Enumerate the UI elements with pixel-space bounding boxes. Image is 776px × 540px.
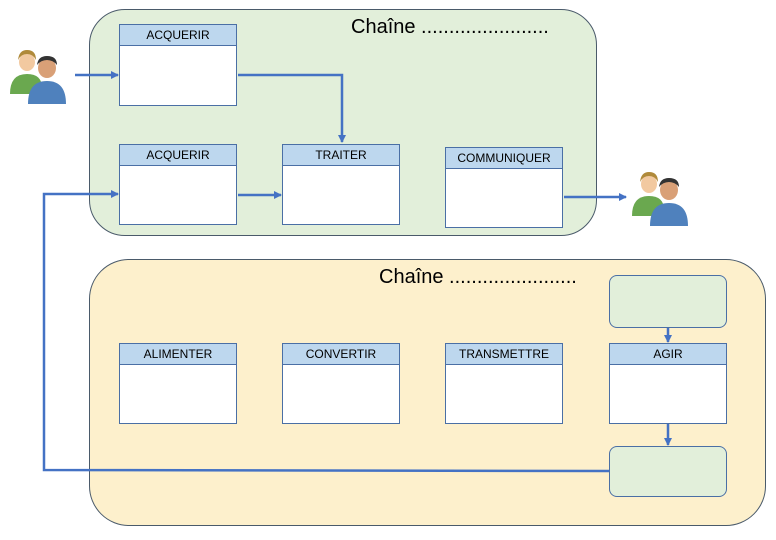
energy-chain-title: Chaîne ....................... bbox=[379, 266, 577, 288]
alimenter-label: ALIMENTER bbox=[120, 344, 236, 365]
acquerir-bottom-label: ACQUERIR bbox=[120, 145, 236, 166]
communiquer-label: COMMUNIQUER bbox=[446, 148, 562, 169]
agir-label: AGIR bbox=[610, 344, 726, 365]
arrow-feedback-loop bbox=[42, 190, 610, 473]
arrow-acquerir-to-traiter bbox=[238, 73, 346, 143]
convertir-block: CONVERTIR bbox=[282, 343, 400, 424]
information-chain-title: Chaîne ....................... bbox=[351, 16, 549, 38]
transmettre-label: TRANSMETTRE bbox=[446, 344, 562, 365]
output-green-box bbox=[609, 446, 727, 497]
input-green-box bbox=[609, 275, 727, 328]
agir-block: AGIR bbox=[609, 343, 727, 424]
communiquer-block: COMMUNIQUER bbox=[445, 147, 563, 228]
acquerir-top-label: ACQUERIR bbox=[120, 25, 236, 46]
convertir-label: CONVERTIR bbox=[283, 344, 399, 365]
traiter-label: TRAITER bbox=[283, 145, 399, 166]
transmettre-block: TRANSMETTRE bbox=[445, 343, 563, 424]
acquerir-block-top: ACQUERIR bbox=[119, 24, 237, 106]
users-icon-right bbox=[632, 172, 688, 226]
alimenter-block: ALIMENTER bbox=[119, 343, 237, 424]
traiter-block: TRAITER bbox=[282, 144, 400, 225]
users-icon-left bbox=[10, 50, 66, 104]
acquerir-block-bottom: ACQUERIR bbox=[119, 144, 237, 225]
